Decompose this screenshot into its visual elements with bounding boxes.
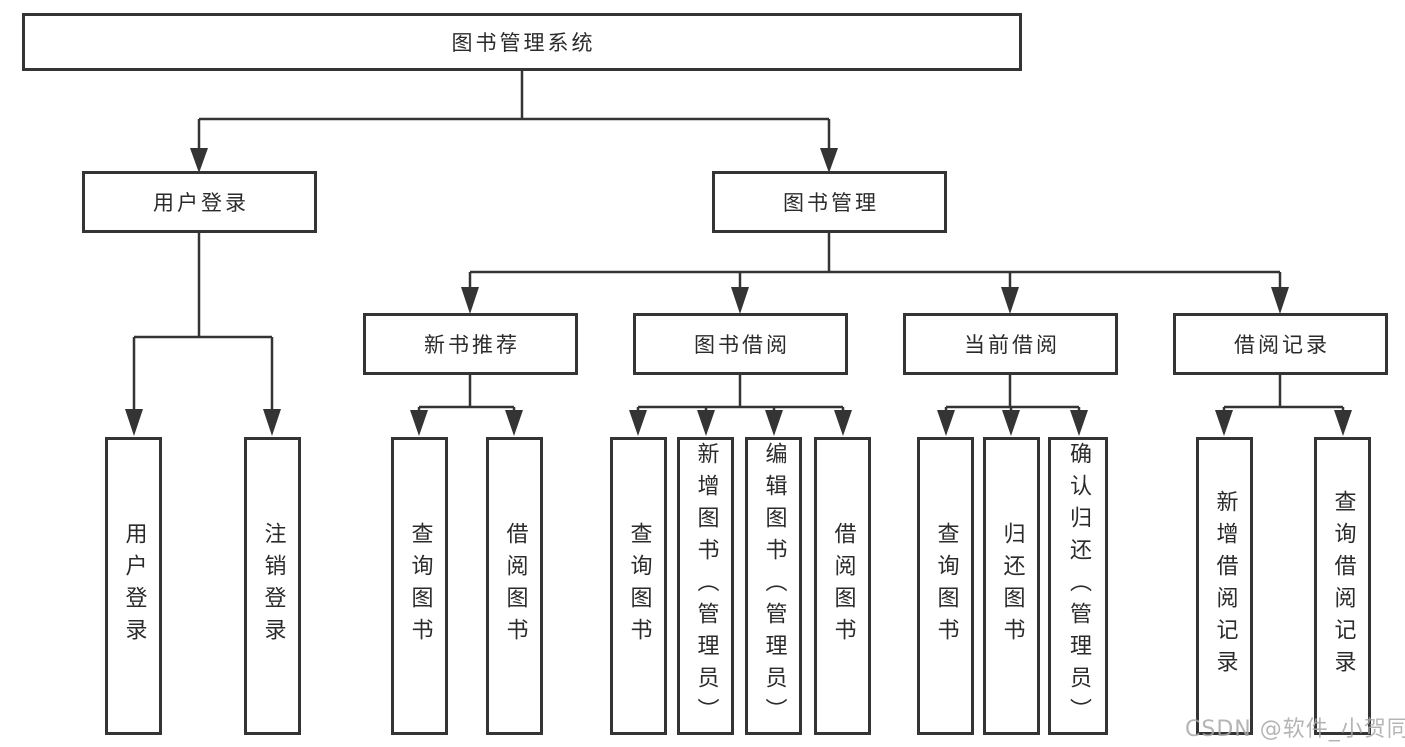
leaf-add-borrow-record-label: 新增借阅记录 <box>1212 490 1238 682</box>
csdn-watermark: CSDN @软件_小贺同学 <box>1185 717 1405 742</box>
leaf-query-borrow-record-label: 查询借阅记录 <box>1330 490 1356 682</box>
node-current-borrowing-label: 当前借阅 <box>964 333 1060 357</box>
leaf-add-books-admin: 新增图书（管理员） <box>677 437 734 735</box>
arrowheads <box>125 148 1352 436</box>
node-user-login-label: 用户登录 <box>153 191 249 215</box>
node-library-system: 图书管理系统 <box>22 13 1022 71</box>
leaf-current-query-books-label: 查询图书 <box>933 522 959 650</box>
node-book-management: 图书管理 <box>712 171 947 233</box>
leaf-edit-books-admin: 编辑图书（管理员） <box>745 437 802 735</box>
leaf-confirm-return-admin-label: 确认归还（管理员） <box>1066 442 1091 730</box>
leaf-borrowing-borrow-books-label: 借阅图书 <box>830 522 856 650</box>
leaf-recommend-query-books: 查询图书 <box>391 437 448 735</box>
leaf-add-books-admin-label: 新增图书（管理员） <box>693 442 719 730</box>
leaf-recommend-borrow-books: 借阅图书 <box>486 437 543 735</box>
node-library-system-label: 图书管理系统 <box>451 31 596 55</box>
leaf-user-login: 用户登录 <box>105 437 162 735</box>
leaf-edit-books-admin-label: 编辑图书（管理员） <box>761 442 787 730</box>
leaf-borrowing-borrow-books: 借阅图书 <box>814 437 871 735</box>
leaf-return-books-label: 归还图书 <box>999 522 1025 650</box>
leaf-current-query-books: 查询图书 <box>917 437 974 735</box>
node-new-book-recommend: 新书推荐 <box>363 313 578 375</box>
leaf-user-login-label: 用户登录 <box>121 522 147 650</box>
node-book-management-label: 图书管理 <box>783 191 879 215</box>
node-current-borrowing: 当前借阅 <box>903 313 1118 375</box>
leaf-confirm-return-admin: 确认归还（管理员） <box>1048 437 1108 735</box>
leaf-return-books: 归还图书 <box>983 437 1040 735</box>
leaf-logout-label: 注销登录 <box>260 522 286 650</box>
node-book-borrowing: 图书借阅 <box>633 313 848 375</box>
leaf-borrowing-query-books: 查询图书 <box>610 437 667 735</box>
node-new-book-recommend-label: 新书推荐 <box>424 333 520 357</box>
node-user-login: 用户登录 <box>82 171 317 233</box>
leaf-recommend-borrow-books-label: 借阅图书 <box>502 522 528 650</box>
leaf-add-borrow-record: 新增借阅记录 <box>1196 437 1253 735</box>
node-borrowing-records-label: 借阅记录 <box>1234 333 1330 357</box>
leaf-borrowing-query-books-label: 查询图书 <box>626 522 652 650</box>
node-book-borrowing-label: 图书借阅 <box>694 333 790 357</box>
leaf-recommend-query-books-label: 查询图书 <box>407 522 433 650</box>
leaf-logout: 注销登录 <box>244 437 301 735</box>
node-borrowing-records: 借阅记录 <box>1173 313 1388 375</box>
leaf-query-borrow-record: 查询借阅记录 <box>1314 437 1371 735</box>
